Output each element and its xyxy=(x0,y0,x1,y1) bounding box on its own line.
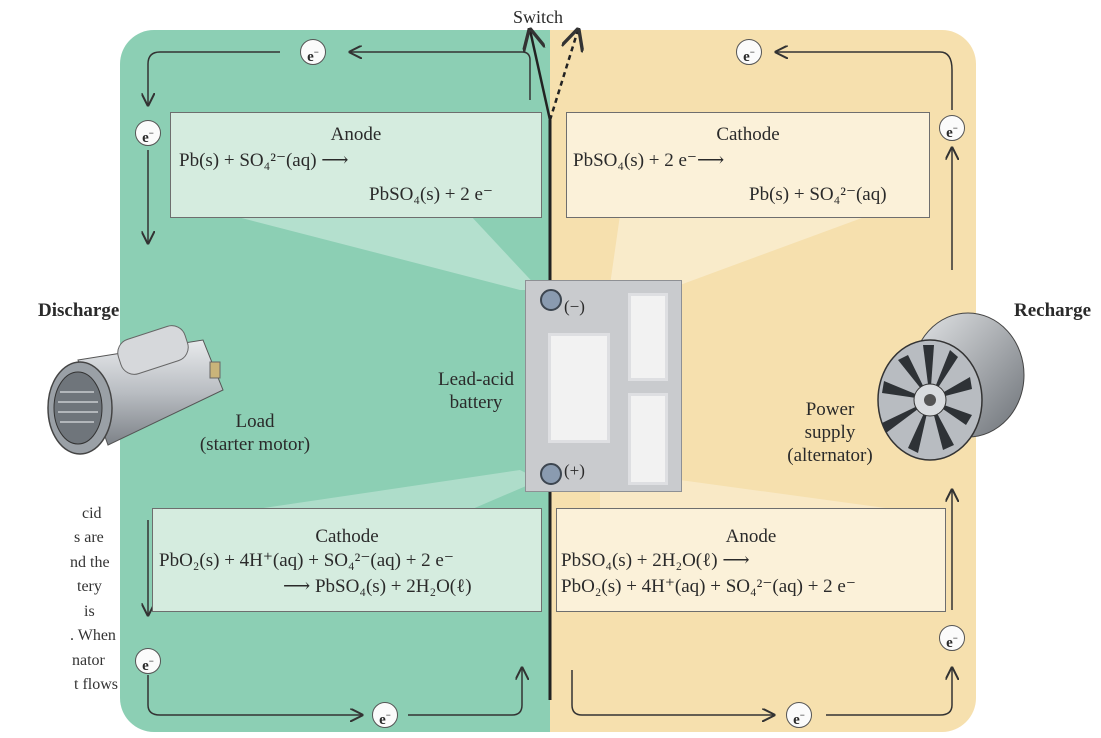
caption-fragment: nator xyxy=(72,652,105,669)
electron-node: e− xyxy=(939,625,965,651)
power-supply-label-line1: Power xyxy=(805,399,855,420)
anode-discharge-box: Anode Pb(s) + SO₄²⁻(aq) ⟶ PbSO₄(s) + 2 e… xyxy=(170,112,542,218)
battery-cell-lower xyxy=(628,393,668,485)
caption-fragment: t flows xyxy=(74,676,118,693)
cathode-discharge-line2: ⟶ PbSO₄(s) + 2H₂O(ℓ) xyxy=(283,576,472,597)
cathode-recharge-line2: Pb(s) + SO₄²⁻(aq) xyxy=(749,184,887,205)
anode-discharge-line1: Pb(s) + SO₄²⁻(aq) ⟶ xyxy=(179,150,349,171)
caption-fragment: . When xyxy=(70,627,116,644)
anode-discharge-line2: PbSO₄(s) + 2 e⁻ xyxy=(369,184,493,205)
positive-terminal-label: (+) xyxy=(564,461,585,480)
cathode-discharge-line1: PbO₂(s) + 4H⁺(aq) + SO₄²⁻(aq) + 2 e⁻ xyxy=(159,550,454,571)
recharge-title: Recharge xyxy=(1014,300,1092,321)
anode-discharge-title: Anode xyxy=(330,124,382,145)
caption-fragment: tery xyxy=(77,578,102,595)
battery-label: Lead-acid battery xyxy=(428,368,524,414)
caption-fragment: nd the xyxy=(70,554,110,571)
motor-icon xyxy=(47,325,224,455)
electron-node: e− xyxy=(300,39,326,65)
electron-node: e− xyxy=(135,120,161,146)
caption-fragment: cid xyxy=(82,505,102,522)
discharge-title: Discharge xyxy=(38,300,120,321)
electron-node: e− xyxy=(939,115,965,141)
power-supply-label: Power supply (alternator) xyxy=(770,398,890,467)
negative-terminal-label: (−) xyxy=(564,297,585,316)
anode-recharge-line1: PbSO₄(s) + 2H₂O(ℓ) ⟶ xyxy=(561,550,750,571)
electron-node: e− xyxy=(786,702,812,728)
anode-recharge-title: Anode xyxy=(725,526,777,547)
electron-node: e− xyxy=(135,648,161,674)
alternator-icon xyxy=(877,312,1025,461)
cathode-recharge-line1: PbSO₄(s) + 2 e⁻⟶ xyxy=(573,150,725,171)
battery-label-line2: battery xyxy=(449,392,503,413)
cathode-discharge-title: Cathode xyxy=(315,526,379,547)
electron-node: e− xyxy=(736,39,762,65)
switch-label: Switch xyxy=(513,7,564,27)
battery-label-line1: Lead-acid xyxy=(438,369,514,390)
load-label-line2: (starter motor) xyxy=(199,434,311,455)
cathode-discharge-box: Cathode PbO₂(s) + 4H⁺(aq) + SO₄²⁻(aq) + … xyxy=(152,508,542,612)
cathode-recharge-title: Cathode xyxy=(716,124,780,145)
caption-fragment: is xyxy=(84,603,95,620)
caption-fragment: s are xyxy=(74,529,104,546)
cathode-recharge-box: Cathode PbSO₄(s) + 2 e⁻⟶ Pb(s) + SO₄²⁻(a… xyxy=(566,112,930,218)
electron-node: e− xyxy=(372,702,398,728)
battery-cell-main xyxy=(548,333,610,443)
battery-cell-upper xyxy=(628,293,668,381)
power-supply-label-line2: supply xyxy=(804,422,856,443)
load-label-line1: Load xyxy=(235,411,275,432)
anode-recharge-box: Anode PbSO₄(s) + 2H₂O(ℓ) ⟶ PbO₂(s) + 4H⁺… xyxy=(556,508,946,612)
load-label: Load (starter motor) xyxy=(180,410,330,456)
anode-recharge-line2: PbO₂(s) + 4H⁺(aq) + SO₄²⁻(aq) + 2 e⁻ xyxy=(561,576,856,597)
power-supply-label-line3: (alternator) xyxy=(787,445,873,466)
lead-acid-battery: (−) (+) xyxy=(525,280,682,492)
negative-terminal-icon xyxy=(540,289,562,311)
positive-terminal-icon xyxy=(540,463,562,485)
